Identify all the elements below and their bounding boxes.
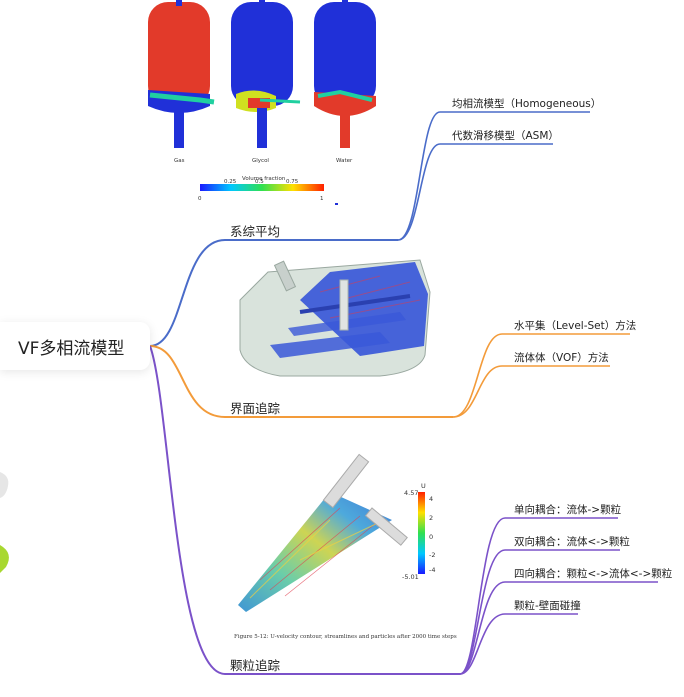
colorbar-vf-tick-3: 0.75	[286, 179, 299, 185]
connector-leaf-3-3	[459, 581, 658, 675]
cyclone-figure	[238, 453, 425, 612]
leaf-one-way-coupling[interactable]: 单向耦合：流体->颗粒	[514, 504, 622, 516]
colorbar-vf-tick-2: 0.5	[255, 179, 264, 185]
colorbar-u-tick-2: 2	[429, 514, 434, 522]
leaf-wall-collision[interactable]: 颗粒-壁面碰撞	[514, 600, 581, 612]
vessel-figure: Gas Glycol Water Volume fraction 0 0.25 …	[136, 0, 376, 208]
colorbar-u-tick-0: 4.57	[404, 489, 419, 497]
vessel-label-gas: Gas	[174, 158, 185, 164]
tank-inlet-pipe	[273, 260, 297, 292]
tank-vertical-pipe	[339, 279, 349, 331]
tank-figure	[239, 259, 431, 377]
vessel-label-water: Water	[336, 158, 353, 164]
connector-leaf-3-2	[459, 549, 620, 675]
root-node[interactable]	[0, 322, 150, 370]
colorbar-vf-tick-1: 0.25	[224, 179, 237, 185]
colorbar-u-title: U	[421, 482, 426, 490]
colorbar-u-tick-4: -2	[429, 551, 436, 559]
cyclone-outlet-pipe	[322, 453, 370, 509]
leaf-level-set[interactable]: 水平集（Level-Set）方法	[514, 320, 637, 332]
leaf-homogeneous[interactable]: 均相流模型（Homogeneous）	[452, 98, 602, 110]
connector-branch-1	[149, 239, 398, 347]
leaf-vof[interactable]: 流体体（VOF）方法	[514, 352, 609, 364]
connector-leaf-2-1	[452, 333, 630, 418]
leaf-asm[interactable]: 代数滑移模型（ASM）	[452, 130, 559, 142]
colorbar-vf-tick-0: 0	[198, 196, 202, 202]
connector-leaf-1-1	[397, 111, 590, 241]
vessel-water	[314, 0, 376, 148]
connector-leaf-1-2	[397, 143, 553, 241]
leaf-connectors	[397, 111, 658, 675]
colorbar-u-tick-1: 4	[429, 495, 434, 503]
colorbar-u	[418, 492, 425, 574]
vessel-gas	[148, 0, 215, 148]
connector-branch-3	[149, 345, 460, 675]
colorbar-title-vf: Volume fraction	[242, 176, 286, 182]
vessel-label-glycol: Glycol	[252, 158, 269, 164]
branch-label-particle-tracking[interactable]: 颗粒追踪	[230, 658, 281, 673]
leaf-two-way-coupling[interactable]: 双向耦合：流体<->颗粒	[514, 536, 630, 548]
cyclone-cone	[238, 492, 392, 612]
cyclone-figure-caption: Figure 5-12: U-velocity contour, streaml…	[234, 634, 457, 640]
leaf-four-way-coupling[interactable]: 四向耦合：颗粒<->流体<->颗粒	[514, 568, 673, 580]
connector-leaf-3-4	[459, 613, 578, 675]
colorbar-u-tick-5: -4	[429, 566, 436, 574]
cyclone-inlet-pipe	[364, 507, 408, 546]
vessel-glycol	[231, 0, 301, 148]
colorbar-u-tick-3: 0	[429, 533, 434, 541]
tank-pipe-bundle	[270, 332, 390, 358]
colorbar-vf	[200, 184, 324, 191]
colorbar-u-tick-6: -5.01	[402, 573, 419, 581]
connector-branch-2	[149, 345, 453, 418]
branch-connectors	[149, 239, 460, 675]
root-label: VF多相流模型	[18, 339, 125, 359]
edge-decoration	[0, 472, 9, 573]
colorbar-vf-tick-4: 1	[320, 196, 324, 202]
branch-label-interface-tracking[interactable]: 界面追踪	[230, 401, 281, 416]
branch-label-ensemble-average[interactable]: 系综平均	[230, 224, 281, 239]
connector-leaf-2-2	[452, 365, 610, 418]
